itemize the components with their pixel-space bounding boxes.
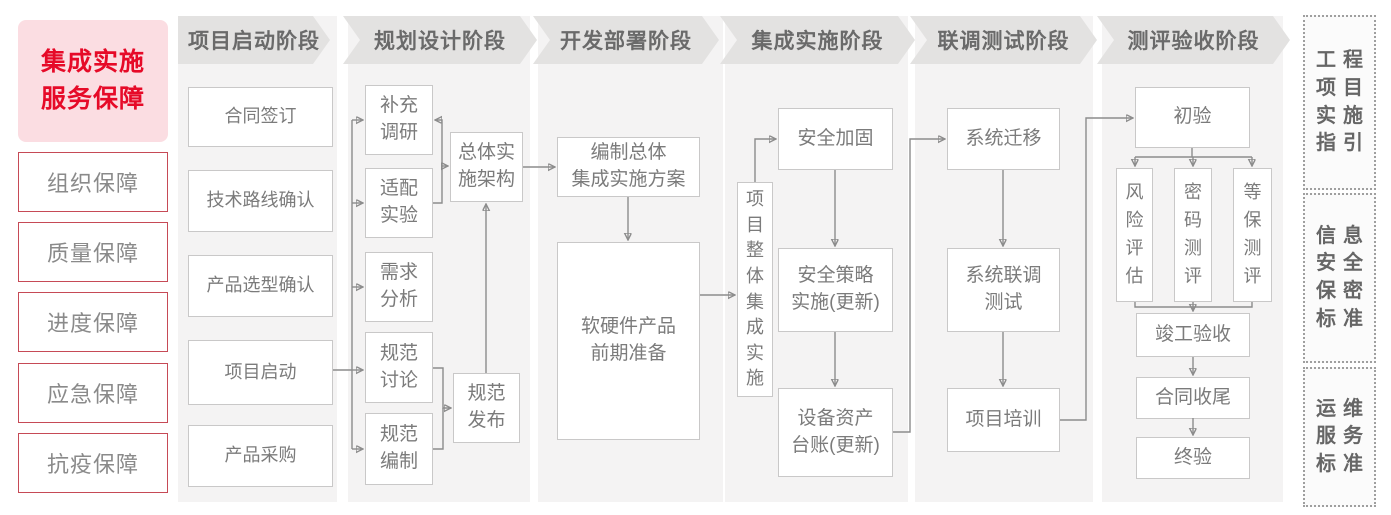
node-contract-signing: 合同签订: [188, 87, 333, 147]
standard-infosec-confidentiality: 信息 安全 保密 标准: [1303, 193, 1376, 363]
node-supplementary-research: 补充 调研: [365, 85, 433, 155]
node-contract-closure: 合同收尾: [1136, 377, 1250, 419]
node-adaptation-test: 适配 实验: [365, 168, 433, 238]
phase-header-kickoff: 项目启动阶段: [178, 16, 330, 64]
legend-item-epidemic: 抗疫保障: [18, 433, 168, 493]
node-asset-ledger-update: 设备资产 台账(更新): [778, 388, 893, 477]
phase-header-deployment: 开发部署阶段: [533, 16, 719, 64]
phase-header-acceptance: 测评验收阶段: [1097, 16, 1290, 64]
node-overall-impl-architecture: 总体实 施架构: [450, 132, 523, 202]
node-project-training: 项目培训: [947, 388, 1060, 452]
node-product-selection-confirm: 产品选型确认: [188, 255, 333, 317]
legend-item-schedule: 进度保障: [18, 292, 168, 352]
node-overall-integration-plan: 编制总体 集成实施方案: [557, 137, 700, 197]
node-tech-route-confirm: 技术路线确认: [188, 170, 333, 232]
node-hw-sw-preparation: 软硬件产品 前期准备: [557, 242, 700, 440]
node-crypto-evaluation: 密 码 测 评: [1174, 168, 1212, 302]
node-spec-drafting: 规范 编制: [365, 413, 433, 485]
node-spec-discussion: 规范 讨论: [365, 332, 433, 403]
node-project-kickoff: 项目启动: [188, 340, 333, 405]
node-risk-assessment: 风 险 评 估: [1116, 168, 1153, 302]
phase-header-testing: 联调测试阶段: [910, 16, 1097, 64]
legend-title: 集成实施 服务保障: [18, 20, 168, 142]
node-security-hardening: 安全加固: [778, 108, 893, 170]
legend-item-quality: 质量保障: [18, 222, 168, 282]
node-completion-acceptance: 竣工验收: [1136, 313, 1250, 357]
legend-item-emergency: 应急保障: [18, 363, 168, 423]
node-security-policy-impl: 安全策略 实施(更新): [778, 248, 893, 332]
node-spec-release: 规范 发布: [453, 373, 520, 443]
standard-ops-service: 运维 服务 标准: [1303, 367, 1376, 507]
node-requirement-analysis: 需求 分析: [365, 252, 433, 322]
node-joint-testing: 系统联调 测试: [947, 248, 1060, 332]
node-system-migration: 系统迁移: [947, 108, 1060, 170]
node-preliminary-acceptance: 初验: [1135, 87, 1250, 148]
phase-header-planning: 规划设计阶段: [343, 16, 537, 64]
node-mlps-evaluation: 等 保 测 评: [1233, 168, 1272, 302]
phase-header-integration: 集成实施阶段: [720, 16, 915, 64]
node-final-acceptance: 终验: [1136, 437, 1250, 479]
standard-engineering-guide: 工程 项目 实施 指引: [1303, 15, 1376, 190]
node-product-procurement: 产品采购: [188, 425, 333, 487]
legend-item-organization: 组织保障: [18, 152, 168, 212]
node-overall-integration-impl: 项 目 整 体 集 成 实 施: [737, 182, 773, 397]
